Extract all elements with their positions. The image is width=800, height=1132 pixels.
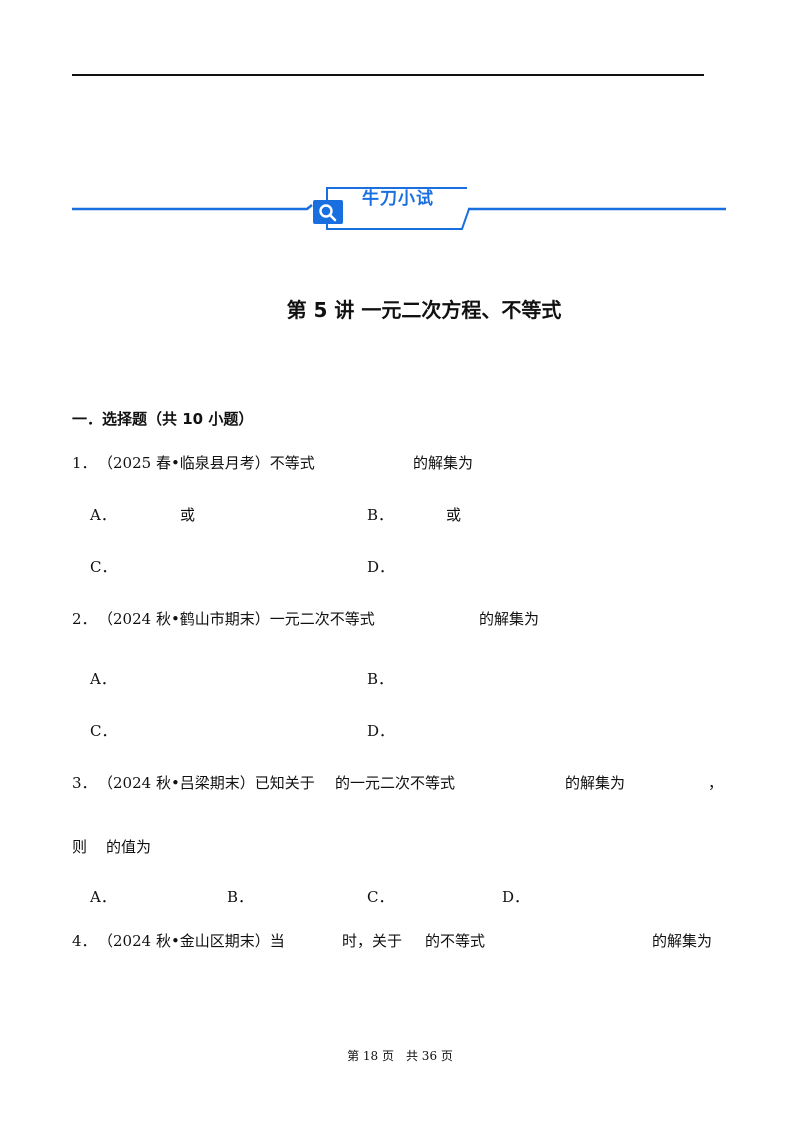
header-rule <box>72 74 704 76</box>
question-3-option-b: B． <box>227 888 254 906</box>
question-3-line2-start: 则 <box>72 838 88 856</box>
question-4-tail: 的解集为 <box>652 932 713 950</box>
question-1-option-b: B． <box>367 506 394 524</box>
question-1-number: 1． <box>72 454 97 472</box>
question-1-option-a: A． <box>90 506 116 524</box>
question-3-option-c: C． <box>367 888 394 906</box>
question-1-tail: 的解集为 <box>413 454 474 472</box>
question-3-source: （2024 秋•吕梁期末）已知关于 <box>98 774 315 792</box>
question-2-option-a: A． <box>90 670 116 688</box>
question-2-number: 2． <box>72 610 97 628</box>
question-1-source: （2025 春•临泉县月考）不等式 <box>98 454 315 472</box>
question-4-mid2: 的不等式 <box>425 932 486 950</box>
question-2-option-b: B． <box>367 670 394 688</box>
question-1-option-d: D． <box>367 558 395 576</box>
question-2-option-c: C． <box>90 722 117 740</box>
question-3-number: 3． <box>72 774 97 792</box>
question-2-source: （2024 秋•鹤山市期末）一元二次不等式 <box>98 610 375 628</box>
banner-title: 牛刀小试 <box>362 189 434 209</box>
lecture-title: 第 5 讲 一元二次方程、不等式 <box>286 298 562 322</box>
question-1-option-a-text: 或 <box>180 506 196 524</box>
question-3-mid: 的一元二次不等式 <box>335 774 456 792</box>
section-heading: 一．选择题（共 10 小题） <box>72 410 254 428</box>
question-4-source: （2024 秋•金山区期末）当 <box>98 932 285 950</box>
question-1-option-c: C． <box>90 558 117 576</box>
question-2-option-d: D． <box>367 722 395 740</box>
question-3-tail: 的解集为 <box>565 774 626 792</box>
search-icon <box>313 200 343 224</box>
question-1-option-b-text: 或 <box>446 506 462 524</box>
question-4-number: 4． <box>72 932 97 950</box>
question-3-line2-end: 的值为 <box>106 838 152 856</box>
question-3-option-d: D． <box>502 888 530 906</box>
question-3-comma: ， <box>708 774 724 792</box>
question-2-tail: 的解集为 <box>479 610 540 628</box>
page-footer: 第 18 页 共 36 页 <box>347 1049 453 1063</box>
question-3-option-a: A． <box>90 888 116 906</box>
question-4-mid1: 时，关于 <box>342 932 403 950</box>
